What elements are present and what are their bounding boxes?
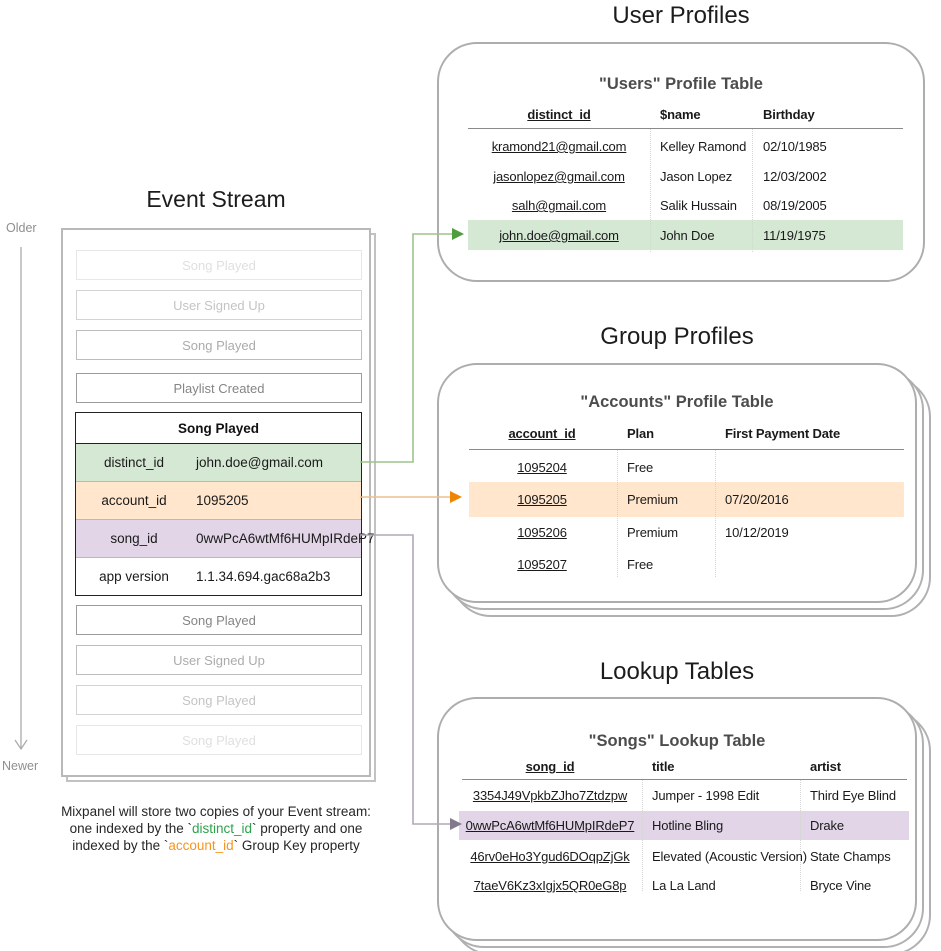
songs-card-title: "Songs" Lookup Table <box>588 732 766 750</box>
property-row-distinct-id: distinct_id john.doe@gmail.com <box>76 444 361 482</box>
table-row: 46rv0eHo3Ygud6DOqpZjGk Elevated (Acousti… <box>470 849 891 864</box>
header-rule <box>462 779 907 780</box>
distinct-id-code: distinct_id <box>191 821 253 836</box>
account-id-code: account_id <box>168 838 234 853</box>
expanded-event-name: Song Played <box>76 413 361 444</box>
songs-table-header: song_id title artist <box>525 759 841 774</box>
table-row: 3354J49VpkbZJho7Ztdzpw Jumper - 1998 Edi… <box>472 788 896 803</box>
timeline-arrow <box>14 247 28 751</box>
caption-line-3: indexed by the `account_id` Group Key pr… <box>72 838 360 853</box>
property-value: 0wwPcA6wtMf6HUMpIRdeP7 <box>196 531 375 546</box>
users-card-title: "Users" Profile Table <box>599 75 763 93</box>
users-table-header: distinct_id $name Birthday <box>527 107 815 122</box>
property-row-song-id: song_id 0wwPcA6wtMf6HUMpIRdeP7 <box>76 520 375 558</box>
event-item: Song Played <box>76 685 362 715</box>
event-stream-container: Song Played User Signed Up Song Played P… <box>61 228 375 777</box>
event-stream-title: Event Stream <box>146 186 286 212</box>
event-item: User Signed Up <box>76 645 362 675</box>
users-profile-card: "Users" Profile Table distinct_id $name … <box>437 42 925 282</box>
lookup-tables-title: Lookup Tables <box>599 658 755 685</box>
column-divider <box>752 128 753 252</box>
column-divider <box>617 449 618 577</box>
table-row: 1095206 Premium 10/12/2019 <box>517 525 789 540</box>
property-value: john.doe@gmail.com <box>196 455 324 470</box>
table-row: 1095204 Free <box>517 460 654 475</box>
column-divider <box>800 779 801 891</box>
accounts-table-header: account_id Plan First Payment Date <box>508 426 841 441</box>
table-row: 7taeV6Kz3xIgjx5QR0eG8p La La Land Bryce … <box>473 878 872 893</box>
property-key: song_id <box>110 531 158 546</box>
footnote-caption: Mixpanel will store two copies of your E… <box>16 803 416 854</box>
event-item: Playlist Created <box>76 373 362 403</box>
timeline-older-label: Older <box>6 221 37 235</box>
table-row-highlighted: john.doe@gmail.com John Doe 11/19/1975 <box>499 228 826 243</box>
table-row: jasonlopez@gmail.com Jason Lopez 12/03/2… <box>493 169 827 184</box>
table-row: 1095207 Free <box>517 557 654 572</box>
property-key: account_id <box>101 493 167 508</box>
column-divider <box>715 449 716 577</box>
table-row-highlighted: 1095205 Premium 07/20/2016 <box>517 492 789 507</box>
event-item: User Signed Up <box>76 290 362 320</box>
event-item: Song Played <box>76 250 362 280</box>
event-item: Song Played <box>76 330 362 360</box>
property-value: 1.1.34.694.gac68a2b3 <box>196 569 331 584</box>
property-value: 1095205 <box>196 493 249 508</box>
header-rule <box>469 449 904 450</box>
property-key: app version <box>99 569 169 584</box>
group-profiles-title: Group Profiles <box>600 323 754 350</box>
caption-line-1: Mixpanel will store two copies of your E… <box>61 804 371 819</box>
property-row-app-version: app version 1.1.34.694.gac68a2b3 <box>76 558 361 595</box>
column-divider <box>642 779 643 891</box>
event-item: Song Played <box>76 725 362 755</box>
property-row-account-id: account_id 1095205 <box>76 482 361 520</box>
table-row-highlighted: 0wwPcA6wtMf6HUMpIRdeP7 Hotline Bling Dra… <box>465 818 844 833</box>
accounts-profile-card: "Accounts" Profile Table account_id Plan… <box>437 363 917 603</box>
highlighted-song-row-bar <box>459 811 909 840</box>
highlighted-user-row-bar <box>468 220 903 250</box>
accounts-card-title: "Accounts" Profile Table <box>580 393 774 411</box>
event-item: Song Played <box>76 605 362 635</box>
caption-line-2: one indexed by the `distinct_id` propert… <box>69 821 363 836</box>
header-rule <box>468 128 903 129</box>
songs-lookup-card: "Songs" Lookup Table song_id title artis… <box>437 697 917 941</box>
property-key: distinct_id <box>103 455 165 470</box>
user-profiles-title: User Profiles <box>612 2 750 29</box>
table-row: kramond21@gmail.com Kelley Ramond 02/10/… <box>491 139 827 154</box>
timeline-newer-label: Newer <box>2 759 39 773</box>
expanded-event-card: Song Played distinct_id john.doe@gmail.c… <box>75 412 375 596</box>
table-row: salh@gmail.com Salik Hussain 08/19/2005 <box>511 198 827 213</box>
highlighted-account-row-bar <box>469 482 904 517</box>
column-divider <box>650 128 651 252</box>
